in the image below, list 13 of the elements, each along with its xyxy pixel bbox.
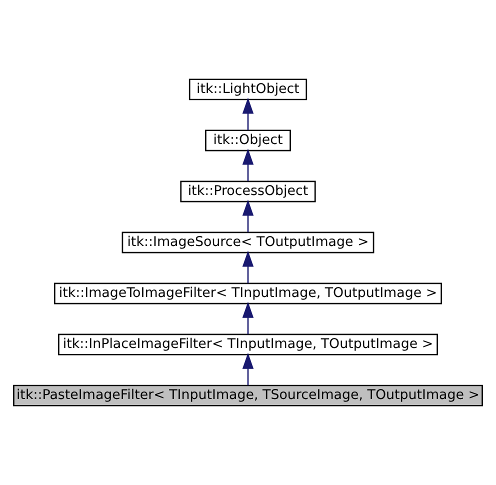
node-box: itk::ProcessObject <box>180 180 316 202</box>
node-box: itk::PasteImageFilter< TInputImage, TSourceImage, TOutputImage > <box>13 384 483 406</box>
node-box: itk::ImageToImageFilter< TInputImage, TOutputImage > <box>54 282 442 304</box>
arrow <box>242 200 254 232</box>
arrow <box>242 98 254 130</box>
node-box: itk::Object <box>205 130 291 152</box>
arrow <box>242 352 254 386</box>
arrow <box>242 302 254 334</box>
node-box: itk::LightObject <box>188 78 308 100</box>
node-box: itk::ImageSource< TOutputImage > <box>122 232 374 254</box>
arrow <box>242 250 254 284</box>
node-box: itk::InPlaceImageFilter< TInputImage, TOutputImage > <box>58 334 438 356</box>
arrow <box>242 148 254 182</box>
